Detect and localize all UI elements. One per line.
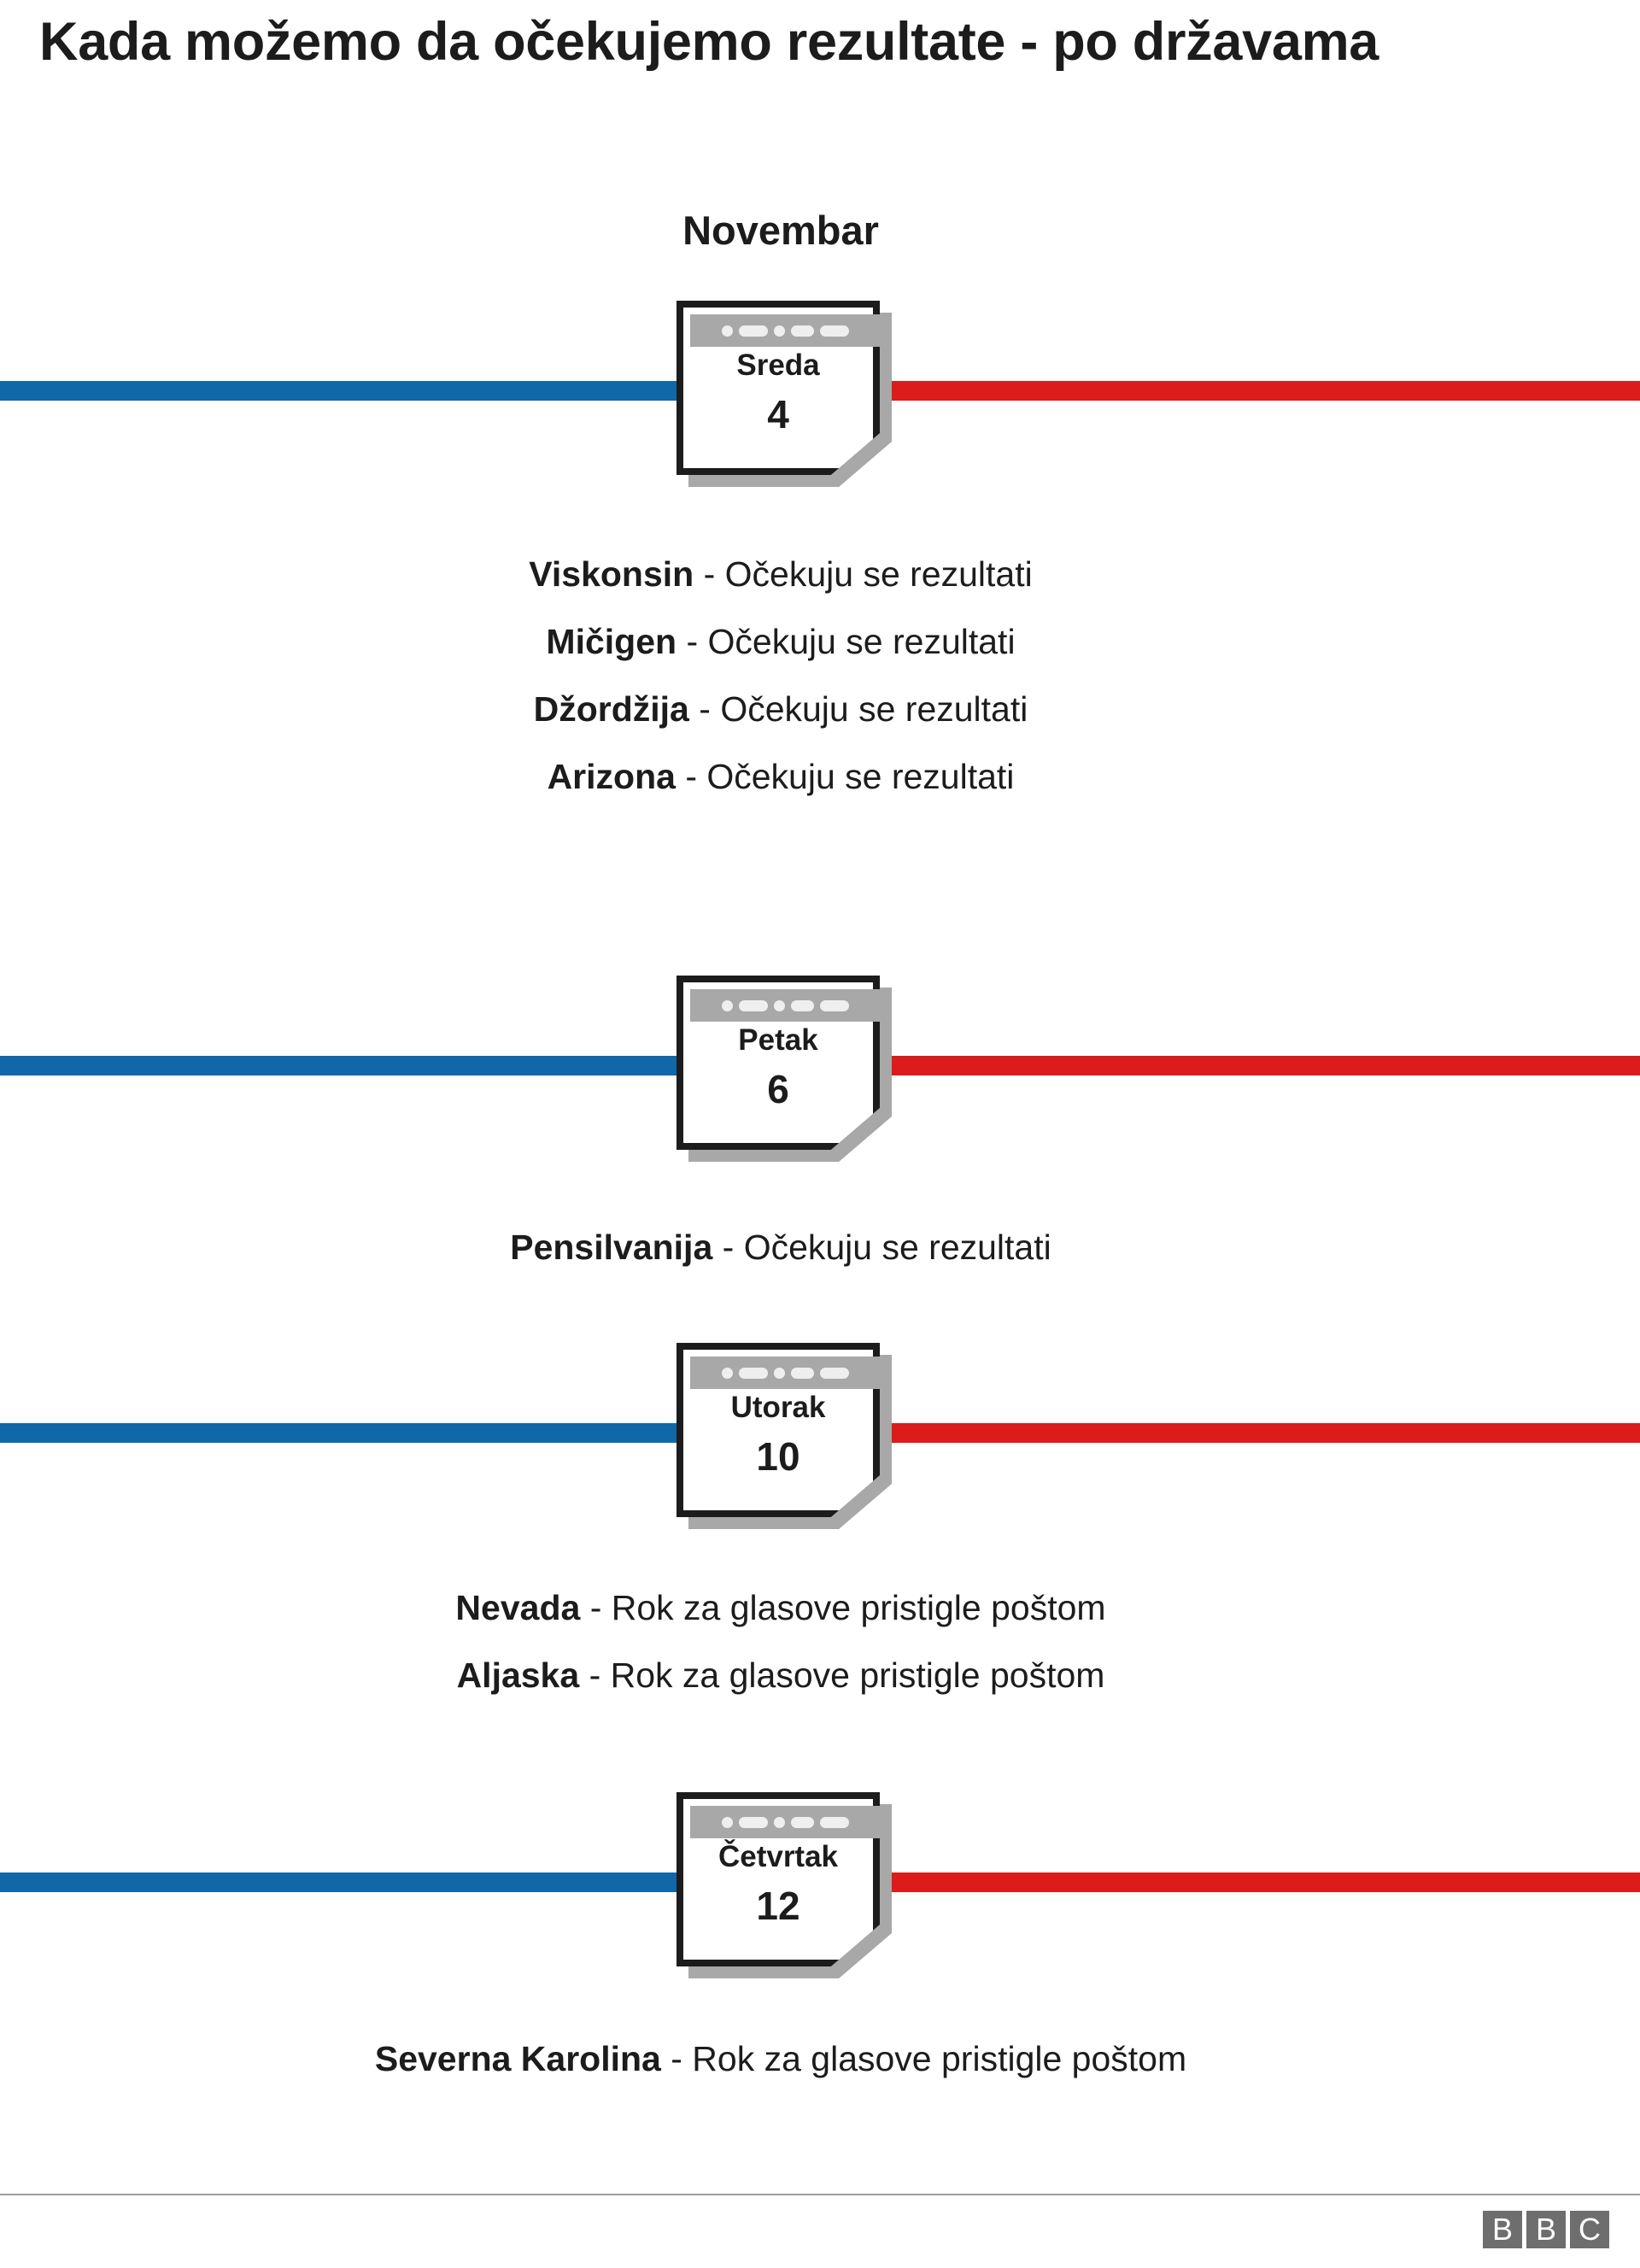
calendar-binding-bar	[690, 1806, 880, 1838]
state-description: Očekuju se rezultati	[707, 622, 1016, 661]
state-name: Mičigen	[546, 622, 677, 661]
timeline-rail-red	[887, 1872, 1640, 1892]
page-title: Kada možemo da očekujemo rezultate - po …	[39, 12, 1379, 72]
state-separator: -	[675, 757, 707, 796]
calendar-body	[676, 976, 880, 1150]
calendar-icon: Petak 6	[676, 976, 892, 1162]
list-item: Aljaska - Rok za glasove pristigle pošto…	[0, 1658, 1561, 1693]
timeline-rail-blue	[0, 1056, 676, 1075]
state-list-3: Nevada - Rok za glasove pristigle poštom…	[0, 1591, 1561, 1693]
state-list-1: Viskonsin - Očekuju se rezultati Mičigen…	[0, 557, 1561, 794]
state-separator: -	[712, 1228, 744, 1267]
calendar-date-number: 12	[756, 1884, 800, 1928]
calendar-icon: Sreda 4	[676, 301, 892, 487]
state-name: Viskonsin	[529, 554, 694, 594]
calendar-icon: Utorak 10	[676, 1343, 892, 1529]
footer-divider	[0, 2194, 1640, 2195]
state-name: Severna Karolina	[374, 2039, 661, 2078]
state-name: Džordžija	[533, 689, 689, 729]
calendar-body	[676, 301, 880, 475]
calendar-day-name: Sreda	[736, 349, 820, 382]
state-description: Očekuju se rezultati	[743, 1228, 1051, 1267]
binding-pill-icon	[790, 325, 814, 337]
binding-pill-icon	[790, 1816, 814, 1828]
bbc-logo-letter: B	[1483, 2211, 1522, 2248]
calendar-body	[676, 1792, 880, 1966]
timeline-rail-red	[887, 381, 1640, 401]
list-item: Nevada - Rok za glasove pristigle poštom	[0, 1591, 1561, 1626]
calendar-body	[676, 1343, 880, 1517]
state-name: Arizona	[547, 757, 676, 796]
binding-pill-icon	[738, 325, 768, 337]
timeline-rail-blue	[0, 381, 676, 401]
month-label: Novembar	[682, 208, 879, 253]
calendar-day-name: Četvrtak	[718, 1840, 839, 1873]
bbc-logo-letter: C	[1570, 2211, 1609, 2248]
state-separator: -	[676, 622, 708, 661]
binding-pill-icon	[790, 1367, 814, 1379]
list-item: Pensilvanija - Očekuju se rezultati	[0, 1230, 1561, 1265]
binding-pill-icon	[819, 999, 849, 1011]
bbc-logo: B B C	[1483, 2211, 1609, 2248]
list-item: Viskonsin - Očekuju se rezultati	[0, 557, 1561, 592]
state-description: Rok za glasove pristigle poštom	[610, 1656, 1105, 1695]
binding-dot-icon	[773, 1816, 785, 1828]
list-item: Mičigen - Očekuju se rezultati	[0, 624, 1561, 659]
bbc-logo-letter: B	[1526, 2211, 1566, 2248]
binding-dot-icon	[773, 1367, 785, 1379]
binding-dot-icon	[721, 1816, 733, 1828]
state-list-4: Severna Karolina - Rok za glasove pristi…	[0, 2042, 1561, 2077]
calendar-day-name: Utorak	[730, 1391, 826, 1424]
state-name: Aljaska	[456, 1656, 580, 1695]
state-description: Očekuju se rezultati	[706, 757, 1015, 796]
timeline-rail-red	[887, 1056, 1640, 1075]
binding-dot-icon	[721, 999, 733, 1011]
binding-pill-icon	[819, 325, 849, 337]
binding-pill-icon	[738, 999, 768, 1011]
state-separator: -	[580, 1588, 612, 1627]
timeline-rail-blue	[0, 1872, 676, 1892]
state-separator: -	[694, 554, 725, 594]
calendar-binding-bar	[690, 989, 880, 1022]
binding-pill-icon	[738, 1367, 768, 1379]
binding-dot-icon	[721, 1367, 733, 1379]
calendar-day-name: Petak	[738, 1023, 818, 1057]
binding-dot-icon	[721, 325, 733, 337]
state-separator: -	[660, 2039, 693, 2078]
binding-pill-icon	[790, 999, 814, 1011]
calendar-binding-bar	[690, 1357, 880, 1389]
list-item: Severna Karolina - Rok za glasove pristi…	[0, 2042, 1561, 2077]
calendar-binding-bar	[690, 314, 880, 347]
binding-pill-icon	[819, 1367, 849, 1379]
state-description: Rok za glasove pristigle poštom	[692, 2039, 1187, 2078]
calendar-date-number: 10	[756, 1434, 800, 1479]
timeline-rail-blue	[0, 1423, 676, 1443]
calendar-date-number: 6	[767, 1067, 789, 1111]
state-list-2: Pensilvanija - Očekuju se rezultati	[0, 1230, 1561, 1265]
list-item: Arizona - Očekuju se rezultati	[0, 759, 1561, 794]
state-separator: -	[688, 689, 721, 729]
state-description: Očekuju se rezultati	[720, 689, 1028, 729]
binding-dot-icon	[773, 999, 785, 1011]
state-name: Pensilvanija	[510, 1228, 713, 1267]
binding-pill-icon	[819, 1816, 849, 1828]
list-item: Džordžija - Očekuju se rezultati	[0, 692, 1561, 727]
state-separator: -	[579, 1656, 611, 1695]
state-description: Rok za glasove pristigle poštom	[611, 1588, 1106, 1627]
timeline-rail-red	[887, 1423, 1640, 1443]
calendar-date-number: 4	[767, 392, 789, 437]
binding-dot-icon	[773, 325, 785, 337]
state-name: Nevada	[455, 1588, 581, 1627]
state-description: Očekuju se rezultati	[724, 554, 1033, 594]
calendar-icon: Četvrtak 12	[676, 1792, 892, 1978]
binding-pill-icon	[738, 1816, 768, 1828]
